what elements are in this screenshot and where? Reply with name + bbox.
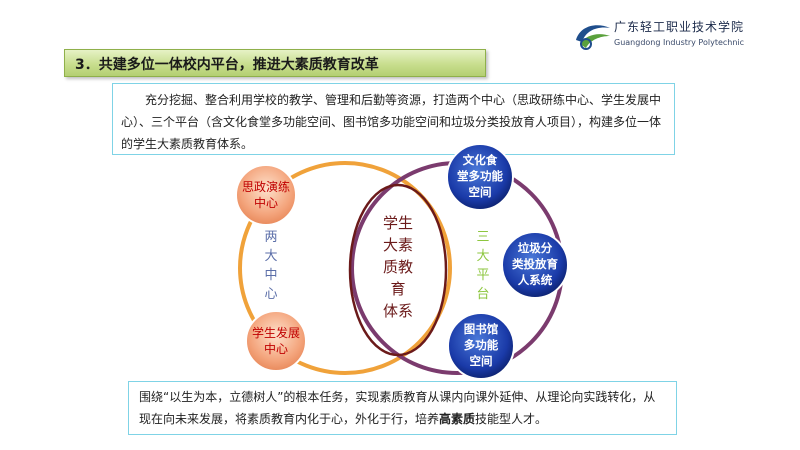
summary-paragraph: 围绕“以生为本，立德树人”的根本任务，实现素质教育从课内向课外延伸、从理论向实践… — [128, 381, 677, 435]
summary-text: 围绕“以生为本，立德树人”的根本任务，实现素质教育从课内向课外延伸、从理论向实践… — [139, 390, 656, 426]
summary-bold-text: 高素质 — [439, 412, 476, 426]
platform-node-label: 垃圾分 — [518, 241, 553, 255]
left-group-char: 大 — [264, 249, 277, 264]
two-centers-ring — [238, 161, 452, 375]
core-label-line: 育 — [390, 280, 405, 298]
school-name-en: Guangdong Industry Polytechnic — [614, 38, 745, 47]
center-node-student-development: 学生发展 中心 — [245, 310, 307, 372]
school-logo: 广东轻工职业技术学院 Guangdong Industry Polytechni… — [574, 16, 774, 56]
logo-swoosh-icon — [576, 25, 610, 50]
right-group-char: 台 — [476, 287, 489, 302]
right-group-label: 三 大 平 台 — [476, 230, 489, 302]
core-label: 学生 大素 质教 育 体系 — [383, 214, 413, 320]
platform-node-label: 多功能 — [464, 338, 499, 352]
left-group-label: 两 大 中 心 — [264, 230, 277, 302]
summary-text-end: 技能型人才。 — [475, 412, 548, 426]
core-ring — [348, 183, 448, 357]
left-group-char: 心 — [264, 287, 277, 302]
school-name: 广东轻工职业技术学院 — [614, 20, 745, 34]
right-group-char: 三 — [476, 230, 489, 245]
core-label-line: 学生 — [383, 214, 413, 232]
platform-node-label: 堂多功能 — [457, 169, 503, 183]
platform-node-cafeteria: 文化食 堂多功能 空间 — [446, 143, 514, 211]
platform-node-waste-sorting: 垃圾分 类投放育 人系统 — [501, 231, 569, 299]
center-node-label: 思政演练 — [242, 179, 290, 194]
left-group-char: 中 — [264, 268, 277, 283]
core-label-line: 大素 — [383, 236, 413, 254]
platform-node-label: 图书馆 — [464, 322, 499, 336]
left-group-char: 两 — [264, 230, 277, 245]
section-title-bar: 3．共建多位一体校内平台，推进大素质教育改革 — [64, 49, 486, 77]
platform-node-label: 空间 — [469, 185, 492, 199]
center-node-label: 中心 — [264, 341, 288, 356]
platform-node-label: 人系统 — [518, 273, 553, 287]
center-node-label: 学生发展 — [252, 325, 300, 340]
center-node-label: 中心 — [254, 195, 278, 210]
core-label-line: 体系 — [383, 302, 413, 320]
right-group-char: 大 — [476, 249, 489, 264]
platform-node-label: 类投放育 — [512, 257, 558, 271]
platform-node-label: 空间 — [470, 354, 493, 368]
intro-paragraph: 充分挖掘、整合利用学校的教学、管理和后勤等资源，打造两个中心（思政研练中心、学生… — [112, 83, 675, 155]
core-label-line: 质教 — [383, 258, 413, 276]
section-title: 3．共建多位一体校内平台，推进大素质教育改革 — [75, 57, 379, 73]
center-node-ideology: 思政演练 中心 — [235, 164, 297, 226]
right-group-char: 平 — [476, 268, 489, 283]
platform-node-label: 文化食 — [463, 153, 498, 167]
platform-node-library: 图书馆 多功能 空间 — [447, 312, 515, 380]
